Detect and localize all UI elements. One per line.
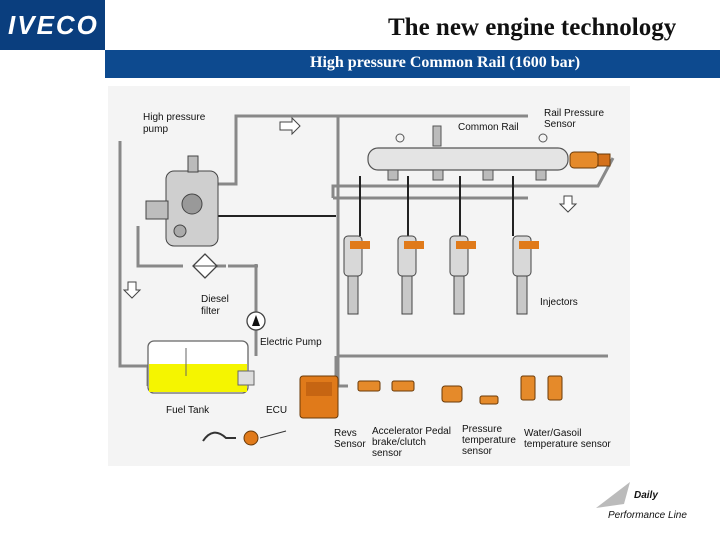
subtitle-bar [105, 50, 720, 78]
label-injectors: Injectors [540, 297, 578, 308]
rail-pressure-sensor [569, 151, 611, 169]
brake-clutch-sensor [391, 380, 415, 392]
daily-brand-mark: Daily Performance Line [590, 468, 710, 528]
brand-tagline: Performance Line [608, 510, 687, 521]
brand-name: Daily [634, 490, 658, 501]
brand-logo-block: IVECO [0, 0, 105, 50]
water-gasoil-sensor-2 [547, 375, 563, 401]
fuel-lines [118, 114, 615, 388]
label-water-2: temperature sensor [524, 439, 611, 450]
fuel-tank [147, 340, 255, 394]
injector-4 [512, 235, 539, 315]
page-title: The new engine technology [388, 14, 677, 41]
label-pressure-2: temperature [462, 435, 516, 446]
label-rail-sensor-1: Rail Pressure [544, 108, 604, 119]
diesel-filter [192, 253, 218, 279]
common-rail [367, 125, 569, 181]
label-hp-pump-2: pump [143, 124, 168, 135]
high-pressure-lines [218, 176, 514, 236]
iveco-logo: IVECO [8, 10, 99, 40]
label-pressure-1: Pressure [462, 424, 502, 435]
injector-3 [449, 235, 476, 315]
electric-pump [246, 311, 266, 331]
daily-logo-svg: Daily Performance Line [596, 482, 687, 521]
header-bar [0, 0, 720, 50]
label-hp-pump-1: High pressure [143, 112, 206, 123]
label-diesel-filter-1: Diesel [201, 294, 229, 305]
flow-arrows [122, 116, 578, 299]
ignition-key [202, 430, 287, 446]
water-gasoil-sensor-1 [520, 375, 536, 401]
label-revs-2: Sensor [334, 439, 366, 450]
label-pressure-3: sensor [462, 446, 493, 457]
label-accel-1: Accelerator Pedal [372, 426, 451, 437]
injector-2 [397, 235, 424, 315]
label-electric-pump: Electric Pump [260, 337, 322, 348]
label-rail-sensor-2: Sensor [544, 119, 576, 130]
label-accel-3: sensor [372, 448, 403, 459]
label-ecu: ECU [266, 405, 287, 416]
label-common-rail: Common Rail [458, 122, 519, 133]
injector-1 [343, 235, 370, 315]
accelerator-pedal-sensor [441, 385, 463, 403]
revs-sensor [357, 380, 381, 392]
common-rail-diagram: High pressure pump Common Rail Rail Pres… [108, 86, 630, 466]
pressure-temperature-sensor [479, 395, 499, 405]
label-revs-1: Revs [334, 428, 357, 439]
ecu [299, 375, 339, 419]
injectors [343, 235, 539, 315]
label-accel-2: brake/clutch [372, 437, 426, 448]
label-water-1: Water/Gasoil [524, 428, 581, 439]
label-fuel-tank: Fuel Tank [166, 405, 210, 416]
high-pressure-pump [145, 155, 219, 247]
label-diesel-filter-2: filter [201, 306, 221, 317]
diagram-svg: High pressure pump Common Rail Rail Pres… [118, 108, 615, 459]
page-subtitle: High pressure Common Rail (1600 bar) [310, 54, 581, 71]
sensor-row [357, 375, 563, 405]
